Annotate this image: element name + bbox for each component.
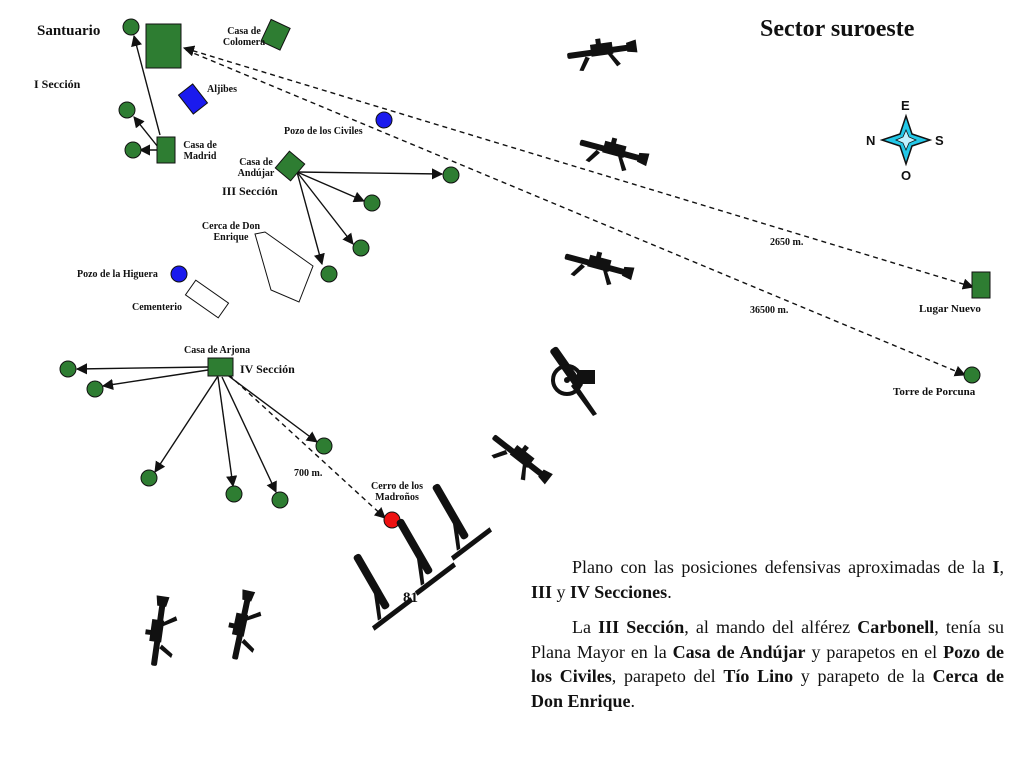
seccion-3-label: III Sección bbox=[222, 184, 278, 198]
machine-gun-icon bbox=[140, 594, 181, 669]
casa-andujar-label: Casa de Andújar bbox=[237, 157, 275, 179]
distance-label: 700 m. bbox=[294, 468, 323, 479]
machine-gun-icon bbox=[575, 129, 652, 177]
field-gun-icon bbox=[550, 346, 597, 416]
compass-south-label: S bbox=[935, 133, 944, 148]
pozo-civiles-label: Pozo de los Civiles bbox=[284, 126, 363, 137]
seccion-4-label: IV Sección bbox=[240, 362, 295, 376]
caption-bold-run: IV Secciones bbox=[570, 581, 668, 602]
compass-north-label: N bbox=[866, 133, 876, 148]
caption-text-run: , bbox=[999, 557, 1005, 577]
caption-bold-run: Carbonell bbox=[857, 617, 935, 637]
torre-porcuna-label: Torre de Porcuna bbox=[893, 386, 976, 398]
pozo-higuera-label: Pozo de la Higuera bbox=[77, 269, 158, 280]
compass-east-label: E bbox=[901, 98, 910, 113]
distance-label: 36500 m. bbox=[750, 305, 789, 316]
caption-text-run: . bbox=[667, 581, 672, 602]
cerca-don-enrique-outline bbox=[254, 231, 314, 303]
mortar-caliber-label: 81 bbox=[403, 590, 418, 606]
caption-bold-run: Cerca de Don Enrique bbox=[531, 666, 1004, 711]
section-1-arrows bbox=[131, 34, 161, 156]
compass-rose-icon bbox=[879, 113, 933, 167]
caption-bold-run: III bbox=[531, 581, 553, 602]
santuario-label: Santuario bbox=[37, 23, 101, 39]
caption-bold-run: Pozo de los Civiles bbox=[531, 641, 1004, 687]
caption-text-run: y parapetos en el bbox=[805, 641, 944, 662]
aljibes-cistern bbox=[177, 83, 209, 115]
caption-paragraph-2: La III Sección, al mando del alférez Car… bbox=[531, 615, 1004, 713]
machine-gun-icon bbox=[565, 33, 639, 74]
green-square-positions bbox=[145, 18, 991, 377]
caption-paragraph-1: Plano con las posiciones defensivas apro… bbox=[531, 555, 1004, 604]
caption-bold-run: Tío Lino bbox=[723, 666, 794, 686]
caption-text-run: , al mando del alférez bbox=[684, 617, 858, 637]
distance-label: 2650 m. bbox=[770, 237, 804, 248]
casa-andujar-position bbox=[274, 150, 306, 182]
cementerio-outline bbox=[184, 279, 230, 319]
map-title: Sector suroeste bbox=[760, 16, 915, 42]
casa-arjona-label: Casa de Arjona bbox=[184, 345, 251, 356]
pozo-civiles-well bbox=[375, 111, 393, 129]
compass-west-label: O bbox=[901, 168, 912, 183]
aljibes-label: Aljibes bbox=[207, 84, 237, 95]
casa-colomera-position bbox=[260, 18, 291, 51]
caption-bold-run: I bbox=[992, 557, 1000, 577]
machine-gun-icon bbox=[560, 243, 637, 291]
section-4-arrows bbox=[75, 363, 318, 494]
lugar-nuevo-label: Lugar Nuevo bbox=[919, 303, 981, 315]
casa-colomera-label: Casa de Colomera bbox=[222, 26, 266, 48]
map-caption: Plano con las posiciones defensivas apro… bbox=[531, 555, 1004, 724]
range-arrows bbox=[182, 45, 975, 519]
cerro-madronos-label: Cerro de los Madroños bbox=[370, 481, 424, 503]
cerca-don-enrique-label: Cerca de Don Enrique bbox=[201, 221, 261, 243]
green-circle-positions bbox=[59, 18, 981, 509]
cementerio-label: Cementerio bbox=[132, 302, 182, 313]
section-3-arrows bbox=[296, 168, 444, 266]
casa-madrid-position bbox=[156, 136, 176, 164]
lugar-nuevo-position bbox=[971, 271, 991, 299]
machine-gun-icon bbox=[482, 426, 557, 494]
pozo-higuera-well bbox=[170, 265, 188, 283]
caption-text-run: , tenía su Plana Mayor en la bbox=[531, 617, 1004, 662]
caption-text-run: y parapeto de la bbox=[793, 666, 933, 686]
seccion-1-label: I Sección bbox=[34, 77, 81, 91]
caption-text-run: La bbox=[572, 617, 599, 637]
caption-text-run: , parapeto del bbox=[611, 666, 724, 686]
caption-text-run: y bbox=[552, 581, 571, 602]
caption-bold-run: III Sección bbox=[598, 617, 685, 637]
santuario-position bbox=[145, 23, 182, 69]
cerro-madronos-target bbox=[383, 511, 401, 529]
caption-text-run: . bbox=[630, 690, 636, 711]
mortar-icon bbox=[336, 541, 417, 631]
machine-gun-icon bbox=[222, 588, 266, 663]
caption-bold-run: Casa de Andújar bbox=[672, 641, 806, 662]
casa-arjona-position bbox=[207, 357, 234, 377]
caption-text-run: Plano con las posiciones defensivas apro… bbox=[572, 557, 993, 577]
casa-madrid-label: Casa de Madrid bbox=[183, 140, 217, 162]
